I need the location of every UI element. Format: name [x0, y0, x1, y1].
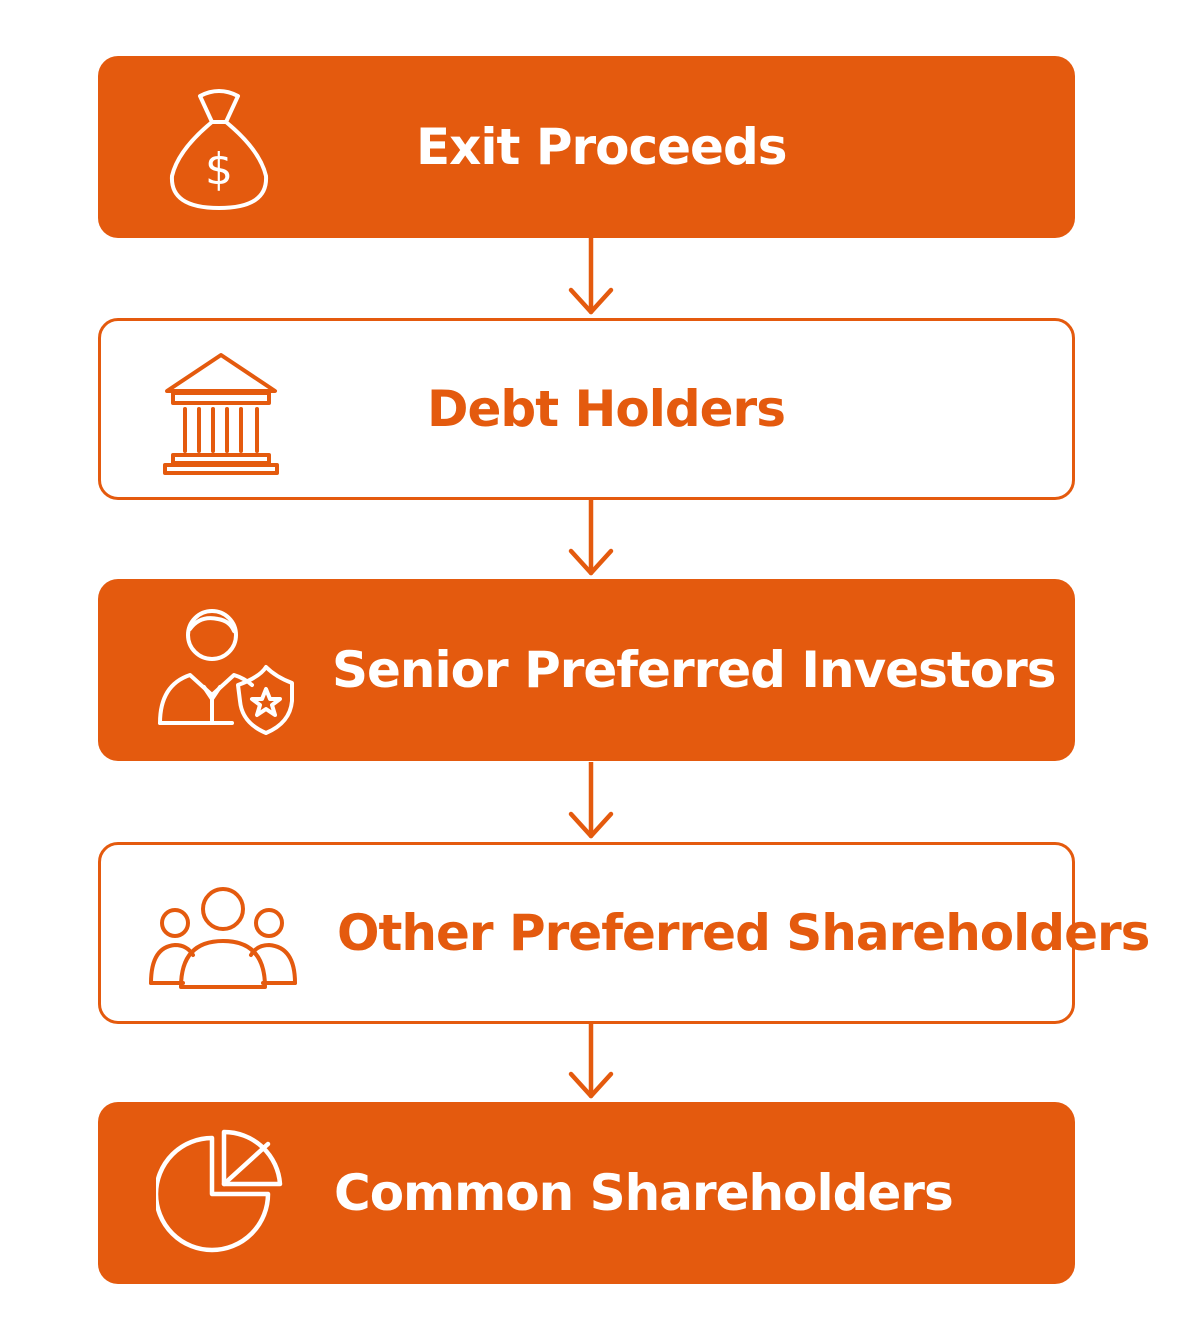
flow-arrow-3 [566, 762, 616, 842]
step-debt-holders: Debt Holders [98, 318, 1075, 500]
money-bag-icon: $ [164, 84, 274, 214]
bank-icon [161, 351, 281, 475]
investor-shield-icon [156, 605, 296, 737]
step-label: Debt Holders [427, 380, 786, 438]
step-common-shareholders: Common Shareholders [98, 1102, 1075, 1284]
step-label: Other Preferred Shareholders [337, 904, 1150, 962]
flow-arrow-1 [566, 238, 616, 318]
step-label: Common Shareholders [334, 1164, 954, 1222]
flow-arrow-4 [566, 1024, 616, 1102]
step-other-preferred-shareholders: Other Preferred Shareholders [98, 842, 1150, 1024]
step-senior-preferred-investors: Senior Preferred Investors [98, 579, 1075, 761]
step-exit-proceeds: $ Exit Proceeds [98, 56, 1075, 238]
svg-text:$: $ [205, 144, 233, 195]
step-label: Senior Preferred Investors [332, 641, 1057, 699]
flow-arrow-2 [566, 500, 616, 579]
pie-chart-icon [156, 1128, 286, 1258]
step-label: Exit Proceeds [416, 118, 788, 176]
group-icon [147, 885, 299, 991]
